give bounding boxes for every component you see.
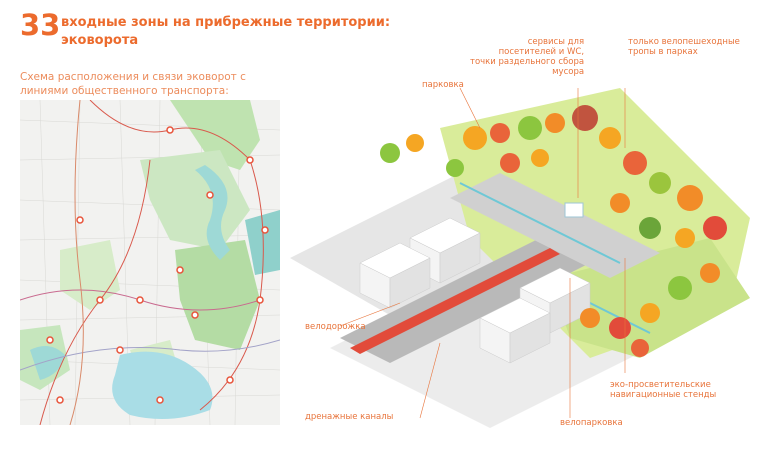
eco-gate-markers [46,126,269,404]
green-areas [20,100,260,390]
eco-stands-label: эко-просветительские навигационные стенд… [610,380,716,400]
services-label: сервисы для посетителей и WC, точки разд… [470,37,584,77]
drainage-canal [459,182,621,264]
eco-stands-label-line-2: навигационные стенды [610,390,717,400]
parking-label: парковка [422,80,464,90]
page-title: входные зоны на прибрежные территории: э… [61,14,421,50]
services-label-line-1: сервисы для [527,37,585,47]
trees [380,105,727,357]
map-subtitle: Схема расположения и связи эковорот с ли… [20,70,280,98]
subtitle-line-2: линиями общественного транспорта: [20,85,229,97]
eco-stands-label-line-1: эко-просветительские [610,380,711,390]
callout-lines [339,88,626,419]
section-number: 33 [20,8,61,42]
drainage-label: дренажные каналы [305,412,394,422]
trails-label-line-1: только велопешеходные [628,37,740,47]
houses [359,217,591,364]
water-bodies [30,165,280,419]
service-kiosk [564,202,584,218]
trails-label-line-2: тропы в парках [628,47,698,57]
services-label-line-4: мусора [552,67,585,77]
city-map [20,100,280,425]
services-label-line-3: точки раздельного сбора [470,57,585,67]
isometric-illustration [290,88,750,428]
title-line-2: эковорота [61,33,139,48]
title-line-1: входные зоны на прибрежные территории: [61,15,391,30]
bikelane-label: велодорожка [305,322,366,332]
bikeparking-label: велопарковка [560,418,623,428]
trails-label: только велопешеходные тропы в парках [628,37,740,57]
services-label-line-2: посетителей и WC, [498,47,585,57]
cross-street [450,173,660,278]
bike-lane [350,248,560,354]
subtitle-line-1: Схема расположения и связи эковорот с [20,71,246,83]
